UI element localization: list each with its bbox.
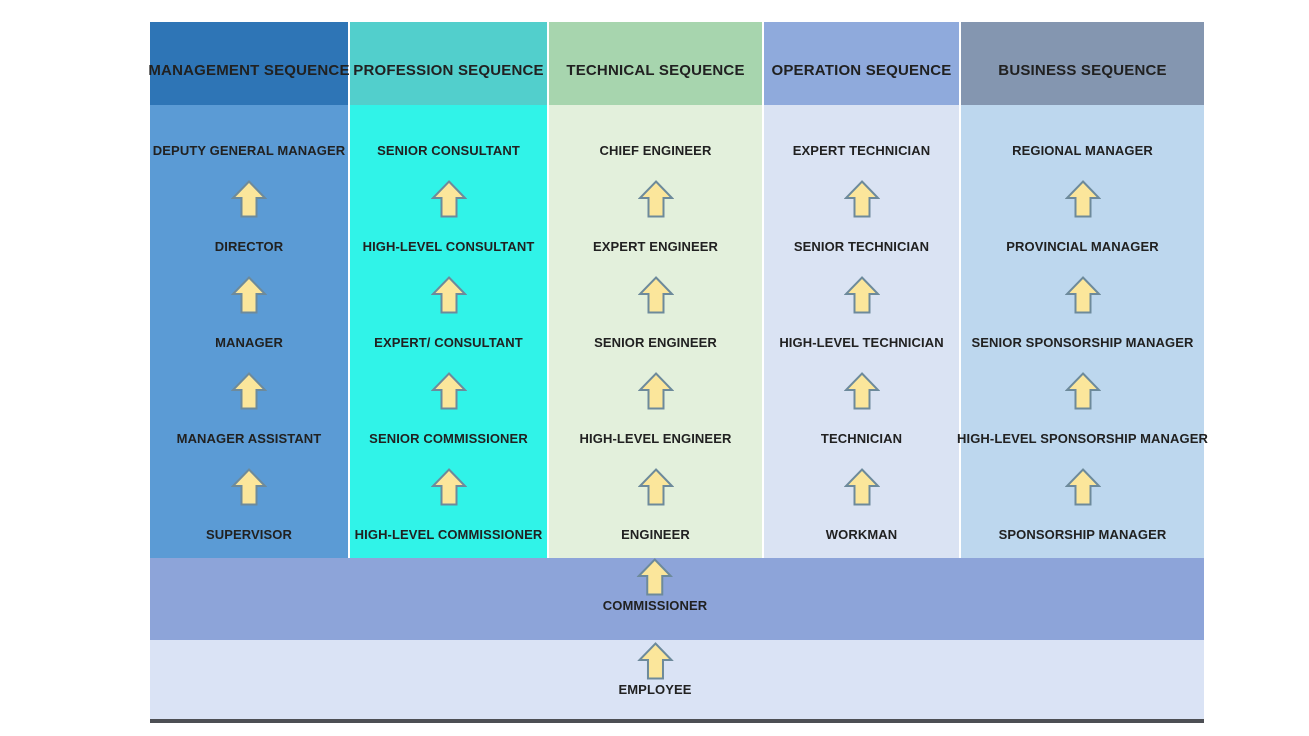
level-label: EXPERT TECHNICIAN xyxy=(792,143,931,158)
column-header-management: MANAGEMENT SEQUENCE xyxy=(148,22,349,105)
up-arrow-icon xyxy=(431,276,466,313)
up-arrow-icon xyxy=(844,180,879,217)
commissioner-band-content: COMMISSIONER xyxy=(603,558,707,613)
up-arrow-icon xyxy=(638,468,673,505)
column-body-management: DEPUTY GENERAL MANAGER DIRECTOR MANAGER … xyxy=(150,105,348,558)
up-arrow-icon xyxy=(638,276,673,313)
career-ladder-diagram: MANAGEMENT SEQUENCE DEPUTY GENERAL MANAG… xyxy=(148,22,1208,723)
up-arrow-icon xyxy=(638,372,673,409)
column-profession-sequence: PROFESSION SEQUENCE SENIOR CONSULTANT HI… xyxy=(350,22,547,558)
level-label: DIRECTOR xyxy=(214,239,284,254)
level-label: HIGH-LEVEL TECHNICIAN xyxy=(779,335,944,350)
level-label: EXPERT/ CONSULTANT xyxy=(374,335,523,350)
level-label: ENGINEER xyxy=(621,527,690,542)
band-label-employee: EMPLOYEE xyxy=(618,682,692,697)
level-label: MANAGER ASSISTANT xyxy=(176,431,322,446)
level-label: PROVINCIAL MANAGER xyxy=(1006,239,1159,254)
level-label: HIGH-LEVEL COMMISSIONER xyxy=(354,527,543,542)
level-label: MANAGER xyxy=(215,335,283,350)
column-header-operation: OPERATION SEQUENCE xyxy=(764,22,959,105)
level-label: HIGH-LEVEL SPONSORSHIP MANAGER xyxy=(957,431,1208,446)
level-label: DEPUTY GENERAL MANAGER xyxy=(152,143,346,158)
up-arrow-icon xyxy=(232,276,266,313)
level-label: SENIOR ENGINEER xyxy=(594,335,717,350)
sequence-columns: MANAGEMENT SEQUENCE DEPUTY GENERAL MANAG… xyxy=(148,22,1208,558)
column-header-technical: TECHNICAL SEQUENCE xyxy=(549,22,762,105)
up-arrow-icon xyxy=(431,468,466,505)
level-label: WORKMAN xyxy=(825,527,898,542)
up-arrow-icon xyxy=(1065,468,1100,505)
level-label: TECHNICIAN xyxy=(820,431,903,446)
up-arrow-icon xyxy=(232,468,266,505)
column-operation-sequence: OPERATION SEQUENCE EXPERT TECHNICIAN SEN… xyxy=(764,22,959,558)
level-label: HIGH-LEVEL ENGINEER xyxy=(579,431,732,446)
up-arrow-icon xyxy=(232,180,266,217)
baseline-bar xyxy=(150,719,1204,723)
up-arrow-icon xyxy=(1065,276,1100,313)
level-label: SPONSORSHIP MANAGER xyxy=(998,527,1167,542)
column-body-business: REGIONAL MANAGER PROVINCIAL MANAGER SENI… xyxy=(957,105,1208,558)
level-label: REGIONAL MANAGER xyxy=(1012,143,1153,158)
column-body-operation: EXPERT TECHNICIAN SENIOR TECHNICIAN HIGH… xyxy=(764,105,959,558)
column-business-sequence: BUSINESS SEQUENCE REGIONAL MANAGER PROVI… xyxy=(957,22,1208,558)
commissioner-band: COMMISSIONER xyxy=(150,558,1204,640)
up-arrow-icon xyxy=(844,276,879,313)
column-header-profession: PROFESSION SEQUENCE xyxy=(350,22,547,105)
column-technical-sequence: TECHNICAL SEQUENCE CHIEF ENGINEER EXPERT… xyxy=(549,22,762,558)
up-arrow-icon xyxy=(1065,372,1100,409)
up-arrow-icon xyxy=(431,372,466,409)
level-label: EXPERT ENGINEER xyxy=(592,239,719,254)
employee-band-content: EMPLOYEE xyxy=(618,642,691,697)
level-label: SENIOR COMMISSIONER xyxy=(369,431,528,446)
column-management-sequence: MANAGEMENT SEQUENCE DEPUTY GENERAL MANAG… xyxy=(148,22,349,558)
up-arrow-icon xyxy=(1065,180,1100,217)
level-label: SENIOR CONSULTANT xyxy=(377,143,520,158)
up-arrow-icon xyxy=(431,180,466,217)
column-header-business: BUSINESS SEQUENCE xyxy=(961,22,1204,105)
band-label-commissioner: COMMISSIONER xyxy=(602,598,708,613)
level-label: CHIEF ENGINEER xyxy=(599,143,712,158)
column-body-technical: CHIEF ENGINEER EXPERT ENGINEER SENIOR EN… xyxy=(549,105,762,558)
up-arrow-icon xyxy=(844,372,879,409)
up-arrow-icon xyxy=(637,558,672,596)
up-arrow-icon xyxy=(844,468,879,505)
employee-band: EMPLOYEE xyxy=(150,640,1204,719)
level-label: HIGH-LEVEL CONSULTANT xyxy=(362,239,535,254)
level-label: SENIOR TECHNICIAN xyxy=(793,239,930,254)
column-body-profession: SENIOR CONSULTANT HIGH-LEVEL CONSULTANT … xyxy=(350,105,547,558)
level-label: SUPERVISOR xyxy=(205,527,292,542)
up-arrow-icon xyxy=(232,372,266,409)
level-label: SENIOR SPONSORSHIP MANAGER xyxy=(971,335,1194,350)
up-arrow-icon xyxy=(637,642,672,680)
up-arrow-icon xyxy=(638,180,673,217)
